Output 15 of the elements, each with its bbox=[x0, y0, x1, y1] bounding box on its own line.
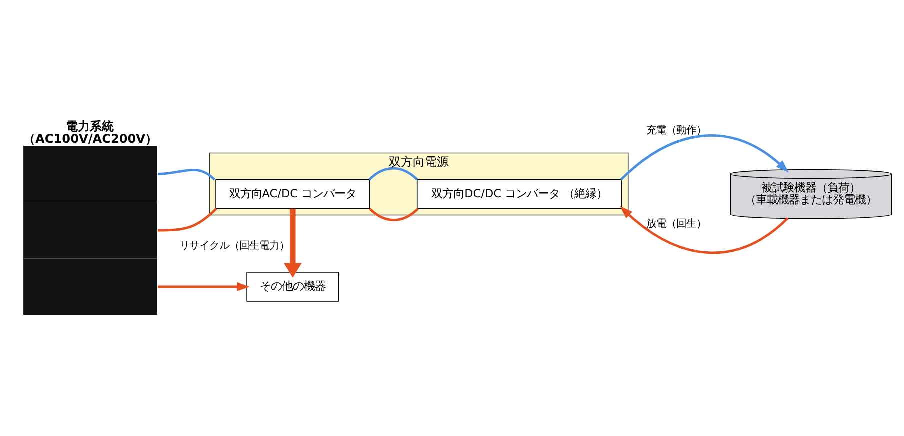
arrow bbox=[620, 206, 789, 254]
node-label: 電力系統 bbox=[66, 119, 114, 134]
arrow bbox=[284, 208, 302, 278]
connector bbox=[158, 207, 218, 232]
edge-label: リサイクル（回生電力） bbox=[180, 239, 290, 252]
arrow bbox=[158, 282, 250, 291]
node-box: 双方向AC/DC コンバータ bbox=[216, 178, 370, 209]
node-label: （AC100V/AC200V） bbox=[24, 131, 158, 146]
connector bbox=[158, 168, 216, 180]
edge-label: 放電（回生） bbox=[646, 217, 706, 230]
arrow bbox=[620, 134, 789, 180]
edge-label: 充電（動作） bbox=[646, 124, 706, 136]
node-box: その他の機器 bbox=[246, 272, 340, 302]
connector bbox=[368, 166, 418, 180]
node-box: 双方向DC/DC コンバータ （絶縁） bbox=[416, 178, 622, 209]
